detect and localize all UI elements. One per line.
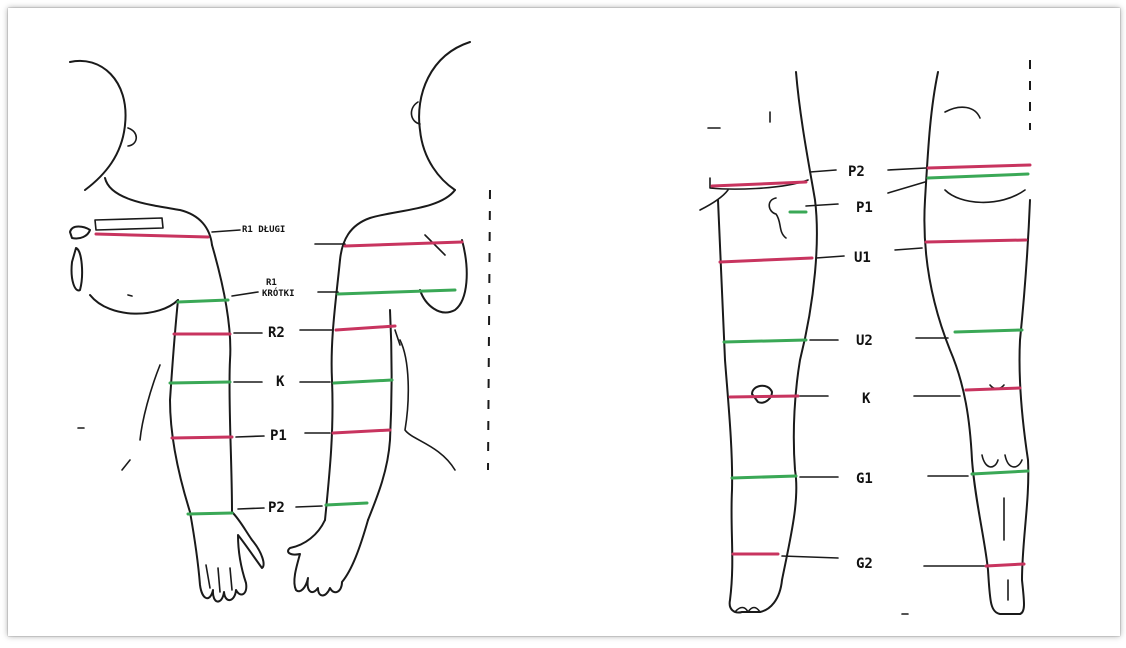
label-leg-g2: G2 [856, 556, 873, 572]
label-arm-r1-long: R1 DŁUGI [242, 225, 285, 235]
arm-r1-long-back-line [345, 242, 462, 246]
arm-p2-back-line [326, 503, 367, 505]
label-arm-r2: R2 [268, 325, 285, 341]
arm-p1-back-line [333, 430, 390, 433]
leg-u2-front-line [724, 340, 806, 342]
leg-p1-back-line [928, 174, 1028, 178]
label-leg-g1: G1 [856, 471, 873, 487]
leg-leader-lines [782, 168, 984, 566]
arm-r1-short-front-line [178, 300, 228, 302]
label-leg-k: K [862, 391, 871, 407]
leg-g1-back-line [972, 471, 1028, 474]
leg-back-figure [902, 60, 1030, 614]
arm-p1-front-line [172, 437, 232, 438]
leg-p2-front-line [712, 182, 806, 186]
arm-r1-short-back-line [338, 290, 455, 294]
label-leg-p1: P1 [856, 200, 873, 216]
leg-p2-back-line [928, 165, 1030, 168]
arm-r2-back-line [336, 326, 395, 330]
arm-k-back-line [334, 380, 392, 383]
label-arm-r1-short-2: KRÓTKI [262, 287, 295, 299]
label-leg-u1: U1 [854, 250, 871, 266]
label-arm-p1: P1 [270, 428, 287, 444]
arm-labels: R1 DŁUGI R1 KRÓTKI R2 K P1 P2 [242, 225, 295, 516]
label-arm-p2: P2 [268, 500, 285, 516]
leg-k-back-line [966, 388, 1020, 390]
leg-u1-front-line [720, 258, 812, 262]
label-arm-r1-short-1: R1 [266, 278, 277, 288]
leg-u1-back-line [926, 240, 1026, 242]
leg-labels: P2 P1 U1 U2 K G1 G2 [848, 164, 873, 572]
label-arm-k: K [276, 374, 285, 390]
leg-k-front-line [730, 396, 798, 397]
leg-measurement-lines [712, 165, 1030, 566]
leg-u2-back-line [955, 330, 1022, 332]
arm-k-front-line [170, 382, 230, 383]
label-leg-u2: U2 [856, 333, 873, 349]
arm-back-figure [288, 42, 490, 596]
arm-p2-front-line [188, 513, 232, 514]
leg-g2-back-line [986, 564, 1024, 566]
arm-front-figure [70, 61, 264, 602]
label-leg-p2: P2 [848, 164, 865, 180]
leg-g1-front-line [732, 476, 796, 478]
arm-r1-long-front-line [96, 234, 208, 237]
